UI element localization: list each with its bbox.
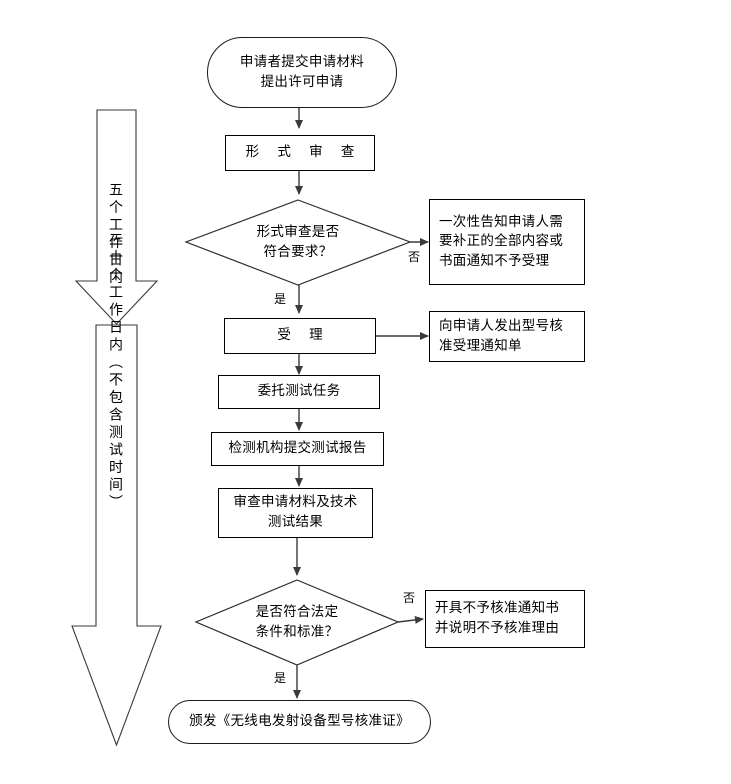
edge-label-legal-no: 否 [403,591,416,605]
decision-formal-line1: 形式审查是否 [256,223,340,240]
node-decision-legal-conditions[interactable]: 是否符合法定 条件和标准？ [234,592,360,652]
edge-label-legal-yes: 是 [274,671,287,685]
timeline-arrow-five-days [74,109,159,325]
node-issue-certificate[interactable]: 颁发《无线电发射设备型号核准证》 [168,700,431,744]
reject-notice-line1: 开具不予核准通知书 [435,600,560,617]
node-accept-notice[interactable]: 向申请人发出型号核 准受理通知单 [429,311,585,362]
node-review-materials[interactable]: 审查申请材料及技术 测试结果 [218,488,373,538]
node-start-line2: 提出许可申请 [260,73,344,90]
node-accept[interactable]: 受 理 [224,318,376,354]
review-materials-line1: 审查申请材料及技术 [233,494,358,511]
timeline-label-thirty-days: 三十个工作日内（不包含测试时间） [107,232,123,512]
node-start-line1: 申请者提交申请材料 [239,53,365,70]
notify-correction-line2: 要补正的全部内容或 [439,233,564,250]
node-entrust-test-label: 委托测试任务 [257,383,341,400]
edge-label-formal-no: 否 [408,250,421,264]
node-reject-notice[interactable]: 开具不予核准通知书 并说明不予核准理由 [425,590,585,648]
node-decision-formal-review[interactable]: 形式审查是否 符合要求？ [233,212,363,272]
accept-notice-line2: 准受理通知单 [439,337,522,354]
node-test-report-label: 检测机构提交测试报告 [228,440,367,457]
issue-certificate-label: 颁发《无线电发射设备型号核准证》 [189,713,410,730]
accept-notice-line1: 向申请人发出型号核 [439,317,564,334]
notify-correction-line1: 一次性告知申请人需 [439,213,564,230]
decision-legal-line2: 条件和标准？ [255,624,339,640]
node-accept-label: 受 理 [277,327,330,344]
node-formal-review-label: 形 式 审 查 [245,144,362,161]
node-start-terminator[interactable]: 申请者提交申请材料 提出许可申请 [207,37,397,108]
decision-formal-line2: 符合要求？ [263,244,333,260]
notify-correction-line3: 书面通知不予受理 [439,252,550,269]
node-notify-correction[interactable]: 一次性告知申请人需 要补正的全部内容或 书面通知不予受理 [429,199,585,285]
decision-legal-line1: 是否符合法定 [255,603,339,620]
connector-decision2-no-to-reject [397,615,424,624]
timeline-arrow-thirty-days [71,324,162,747]
reject-notice-line2: 并说明不予核准理由 [435,620,560,636]
review-materials-line2: 测试结果 [267,514,324,530]
node-entrust-test[interactable]: 委托测试任务 [218,375,380,409]
node-formal-review[interactable]: 形 式 审 查 [225,135,375,171]
node-test-report[interactable]: 检测机构提交测试报告 [211,432,384,466]
edge-label-formal-yes: 是 [274,292,287,306]
decision-formal-review-shape [184,199,412,286]
timeline-label-five-days: 五个工作日内 [107,182,123,287]
